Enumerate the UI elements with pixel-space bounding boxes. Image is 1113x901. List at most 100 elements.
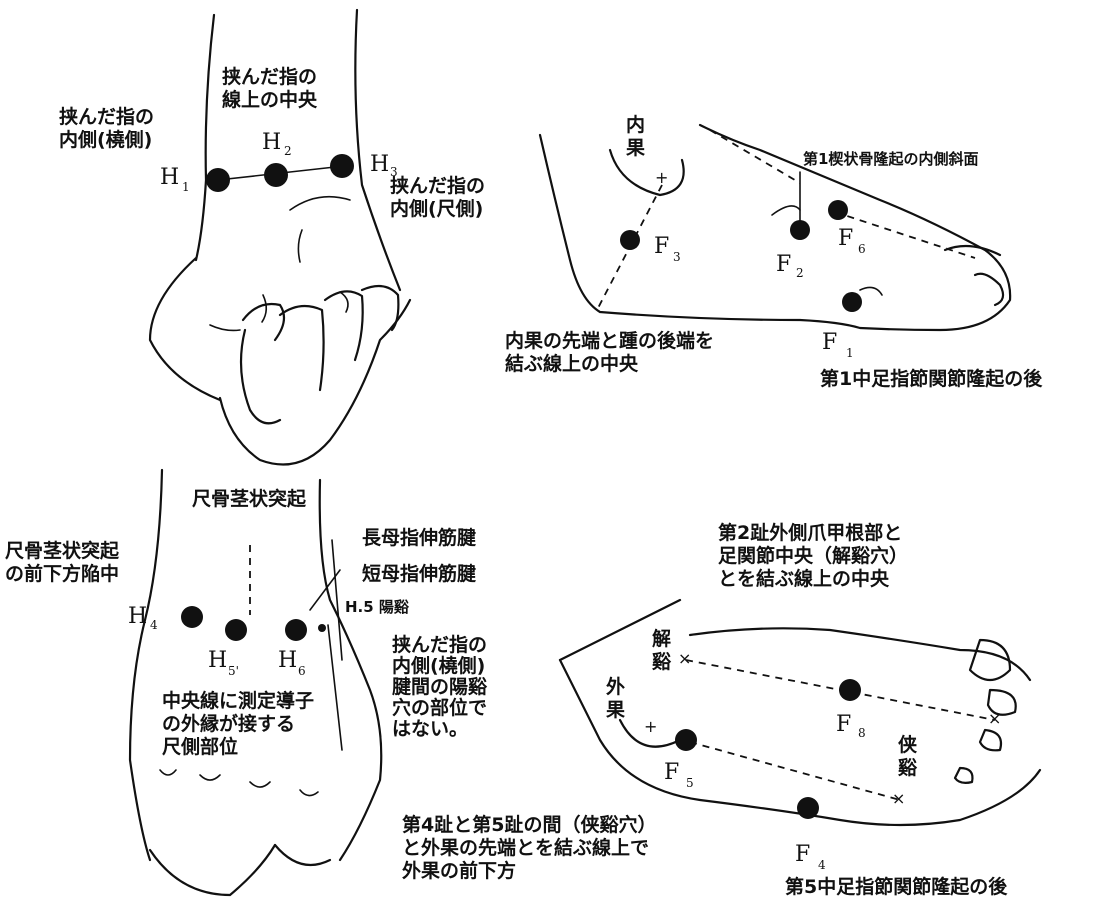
point-h5 (225, 619, 247, 641)
code-h6-sub: 6 (298, 664, 306, 678)
code-h1: H (160, 165, 180, 190)
fist-bottom (218, 298, 412, 466)
code-f4: F (795, 842, 811, 867)
label-f3-desc: 内果の先端と踵の後端を 結ぶ線上の中央 (505, 330, 715, 375)
label-f5-desc: 第4趾と第5趾の間（侠谿穴） と外果の先端とを結ぶ線上で 外果の前下方 (402, 814, 657, 882)
point-f1 (842, 292, 862, 312)
code-h5-sub: 5' (228, 664, 239, 678)
point-h4 (181, 606, 203, 628)
svg-text:×: × (678, 649, 691, 668)
code-f5-sub: 5 (686, 776, 694, 790)
label-yangxi: H.5 陽谿 (345, 598, 409, 616)
nail-1 (261, 294, 268, 323)
joint-mark (859, 286, 883, 296)
point-h1 (206, 168, 230, 192)
code-f8-sub: 8 (858, 726, 866, 740)
label-f1-desc: 第1中足指節関節隆起の後 (820, 368, 1043, 390)
thumb-knuckle (241, 302, 286, 342)
arm-left-outline (128, 468, 164, 862)
point-f8 (839, 679, 861, 701)
label-radial-side: 挟んだ指の 内側(橈側) (59, 106, 155, 151)
toe-guide-line (834, 211, 976, 259)
hand-top-drawing (148, 8, 412, 466)
code-f3: F (654, 234, 670, 259)
wrist-left-outline (194, 13, 216, 262)
label-lateral-malleolus: 外 果 (606, 676, 626, 721)
point-h6 (285, 619, 307, 641)
tendon-line-3 (331, 539, 343, 661)
code-f5: F (664, 760, 680, 785)
toe-nail-1 (968, 638, 1012, 682)
foot-outer-drawing: × + × × (558, 598, 1042, 827)
knuckle-2 (199, 774, 221, 781)
label-mid-line: 挟んだ指の 線上の中央 (222, 66, 318, 111)
svg-text:×: × (892, 789, 905, 808)
point-f2 (790, 220, 810, 240)
finger-3 (323, 290, 364, 362)
knuckle-1 (159, 769, 177, 776)
label-cuneiform: 第1楔状骨隆起の内側斜面 (803, 150, 979, 168)
label-f4-desc: 第5中足指節関節隆起の後 (785, 876, 1008, 898)
ankle-line (558, 598, 682, 662)
foot-inner-drawing: + (538, 123, 1012, 332)
thenar-line (297, 229, 303, 263)
svg-text:+: + (644, 717, 657, 736)
code-f6: F (838, 226, 854, 251)
point-yangxi (318, 624, 326, 632)
point-f5 (675, 729, 697, 751)
point-h2 (264, 163, 288, 187)
code-h6: H (278, 648, 298, 673)
toe-nail-2 (986, 688, 1017, 716)
finger-4 (360, 284, 400, 332)
label-jiexi-line: 第2趾外側爪甲根部と 足関節中央（解谿穴） とを結ぶ線上の中央 (718, 522, 909, 590)
outer-foot-sole (558, 658, 1042, 827)
xiaxi-guide-line (689, 741, 901, 801)
label-styloid: 尺骨茎状突起 (192, 488, 307, 510)
code-f3-sub: 3 (673, 250, 681, 264)
lateral-malleolus (618, 718, 682, 748)
arch-mark (771, 205, 801, 216)
svg-text:+: + (655, 168, 668, 187)
foot-outline (538, 123, 1012, 332)
label-jiexi: 解 谿 (652, 628, 672, 673)
point-f3 (620, 230, 640, 250)
medial-malleolus (608, 148, 685, 197)
label-short-tendon: 短母指伸筋腱 (362, 563, 477, 585)
tendon-line-2 (327, 624, 343, 751)
code-f2-sub: 2 (796, 266, 804, 280)
hand-bottom-drawing (128, 468, 383, 897)
finger-outline-1 (148, 843, 277, 897)
nail-2 (339, 291, 349, 313)
code-f1: F (822, 330, 838, 355)
label-ulnar-side: 挟んだ指の 内側(尺側) (390, 175, 486, 220)
arm-right-outline (318, 478, 383, 862)
point-f4 (797, 797, 819, 819)
code-h3-sub: 3 (390, 165, 398, 179)
code-h4: H (128, 604, 148, 629)
point-f6 (828, 200, 848, 220)
knuckle-4 (299, 789, 319, 797)
code-h3: H (370, 152, 390, 177)
label-medial-malleolus: 内 果 (626, 114, 646, 159)
code-f8: F (836, 712, 852, 737)
code-f2: F (776, 252, 792, 277)
toe-nail-3 (978, 728, 1003, 752)
code-f6-sub: 6 (858, 242, 866, 256)
wrinkle (209, 324, 241, 332)
label-styloid-front: 尺骨茎状突起 の前下方陥中 (5, 540, 120, 585)
big-toe-nail (973, 272, 1005, 307)
code-h1-sub: 1 (182, 180, 190, 194)
point-h3 (330, 154, 354, 178)
code-h5: H (208, 648, 228, 673)
code-f1-sub: 1 (846, 346, 854, 360)
toe-line (943, 244, 1002, 257)
outer-foot-top (688, 627, 1032, 682)
code-h2-sub: 2 (284, 144, 292, 158)
svg-text:×: × (988, 709, 1001, 728)
finger-1 (239, 328, 282, 425)
finger-outline-2 (273, 843, 332, 867)
finger-2 (278, 304, 325, 392)
label-xiaxi: 侠 谿 (898, 734, 918, 779)
label-between-tendons: 挟んだ指の 内側(橈側) 腱間の陽谿 穴の部位で はない。 (392, 634, 488, 740)
